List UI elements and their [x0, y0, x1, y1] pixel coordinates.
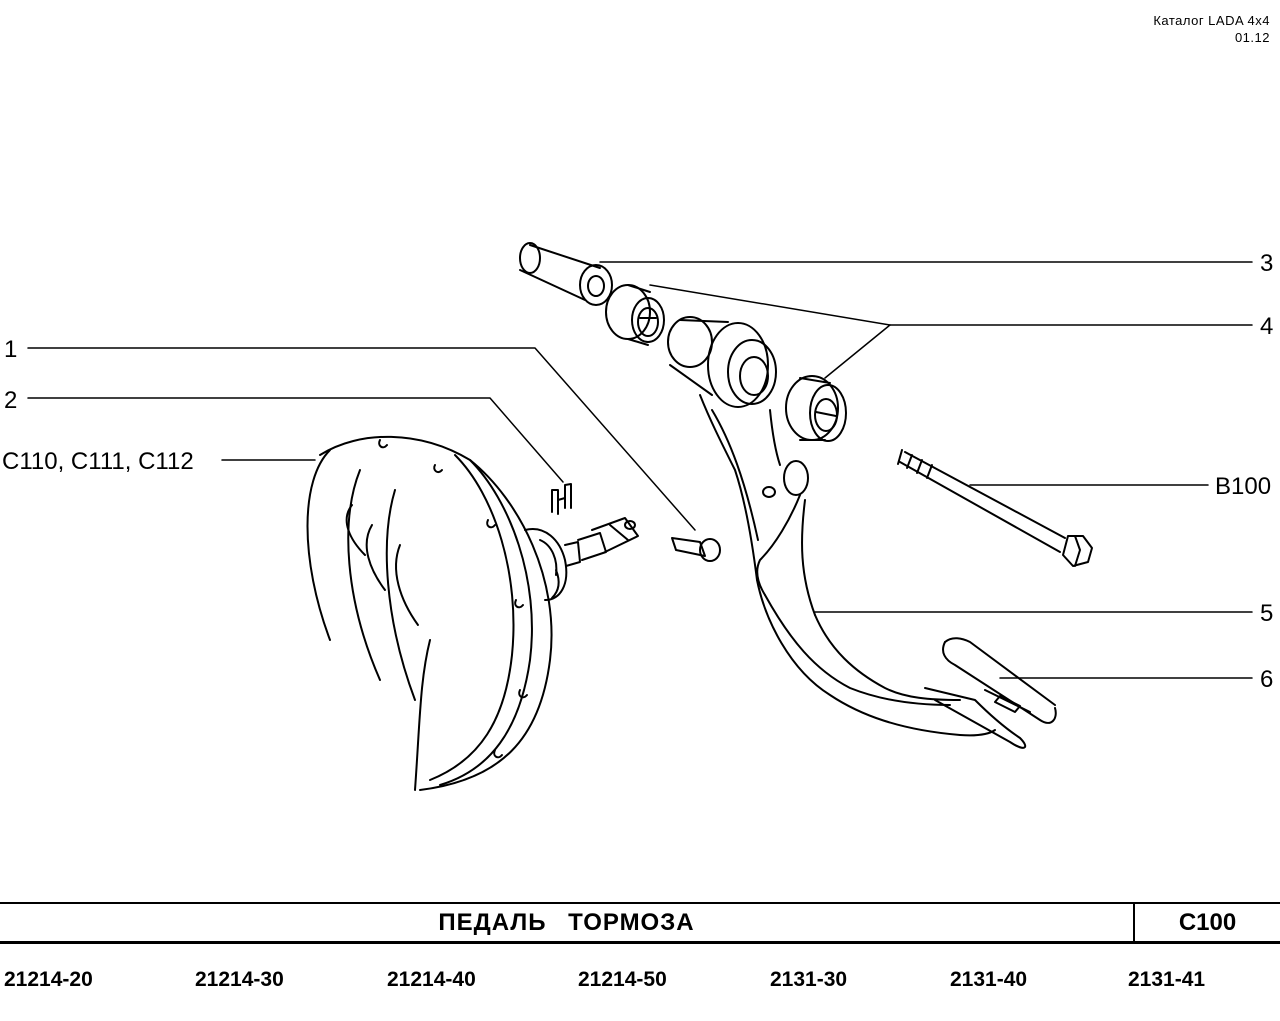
callout-2: 2: [4, 387, 17, 414]
pedal-arm: [667, 316, 996, 737]
catalog-header: Каталог LADA 4x4 01.12: [1153, 12, 1270, 46]
catalog-date: 01.12: [1234, 30, 1270, 45]
pedal-sleeve: [519, 242, 613, 306]
model-item: 21214-30: [195, 968, 284, 991]
page-title: ПЕДАЛЬ ТОРМОЗА: [0, 904, 1135, 941]
callout-6: 6: [1260, 666, 1273, 693]
callout-bolt: В100: [1215, 473, 1271, 500]
model-item: 2131-40: [950, 968, 1028, 991]
bushing-left: [605, 284, 665, 346]
model-item: 2131-30: [770, 968, 848, 991]
section-code: С100: [1178, 908, 1237, 936]
model-list: 21214-20 21214-30 21214-40 21214-50 2131…: [0, 968, 1280, 998]
model-item: 2131-41: [1128, 968, 1206, 991]
brake-booster: [306, 435, 639, 791]
callout-4: 4: [1260, 313, 1273, 340]
pedal-pad: [924, 637, 1057, 749]
callout-3: 3: [1260, 250, 1273, 277]
brake-pedal-exploded-diagram: 1 2 С110, С111, С112 3 4 В100 5 6: [2, 242, 1273, 791]
spring-clip: [551, 483, 572, 515]
pedal-axle-bolt: [897, 449, 1093, 567]
axle-pin: [671, 537, 721, 562]
model-item: 21214-40: [387, 968, 476, 991]
callout-5: 5: [1260, 600, 1273, 627]
model-item: 21214-20: [4, 968, 93, 991]
bushing-right: [785, 375, 847, 442]
title-block: ПЕДАЛЬ ТОРМОЗА С100: [0, 902, 1280, 944]
catalog-title: Каталог LADA 4x4: [1153, 13, 1270, 28]
leader-lines: [27, 261, 1253, 679]
callout-1: 1: [4, 336, 17, 363]
model-item: 21214-50: [578, 968, 667, 991]
callout-assembly: С110, С111, С112: [2, 448, 194, 475]
